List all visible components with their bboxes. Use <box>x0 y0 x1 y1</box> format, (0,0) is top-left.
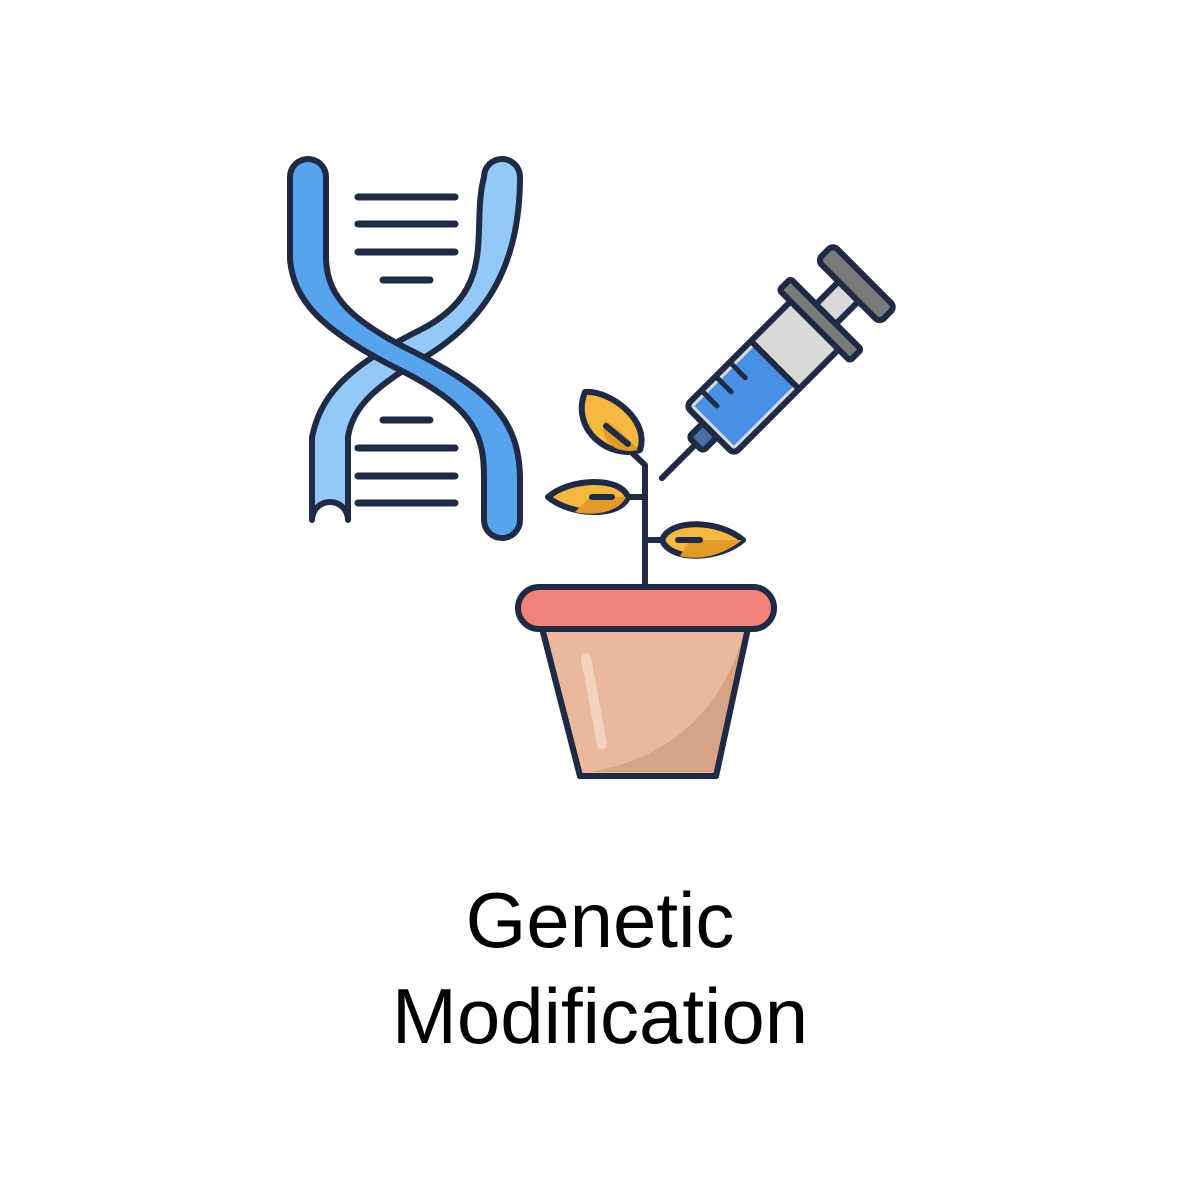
genetic-modification-illustration <box>287 156 896 779</box>
pot-shade <box>590 632 744 772</box>
dna-strand-light <box>309 156 523 523</box>
syringe-plunger-head <box>816 244 896 324</box>
leaf-left <box>545 479 631 515</box>
leaf-top <box>578 388 645 455</box>
leaf-right <box>659 521 746 559</box>
dna-helix-icon <box>287 156 523 541</box>
pot-highlight <box>581 653 607 749</box>
dna-strand-dark <box>287 156 523 541</box>
plant-sprout-icon <box>545 388 746 593</box>
pot-rim <box>515 584 777 632</box>
syringe-liquid <box>694 345 795 446</box>
syringe-icon <box>658 244 896 482</box>
caption-line-1: Genetic <box>465 876 735 964</box>
dna-base-pairs <box>354 193 459 507</box>
syringe-needle <box>658 439 701 482</box>
flower-pot-icon <box>515 584 777 779</box>
syringe-graduations <box>701 361 748 409</box>
icon-caption: Genetic Modification <box>0 872 1200 1064</box>
caption-line-2: Modification <box>391 972 809 1060</box>
